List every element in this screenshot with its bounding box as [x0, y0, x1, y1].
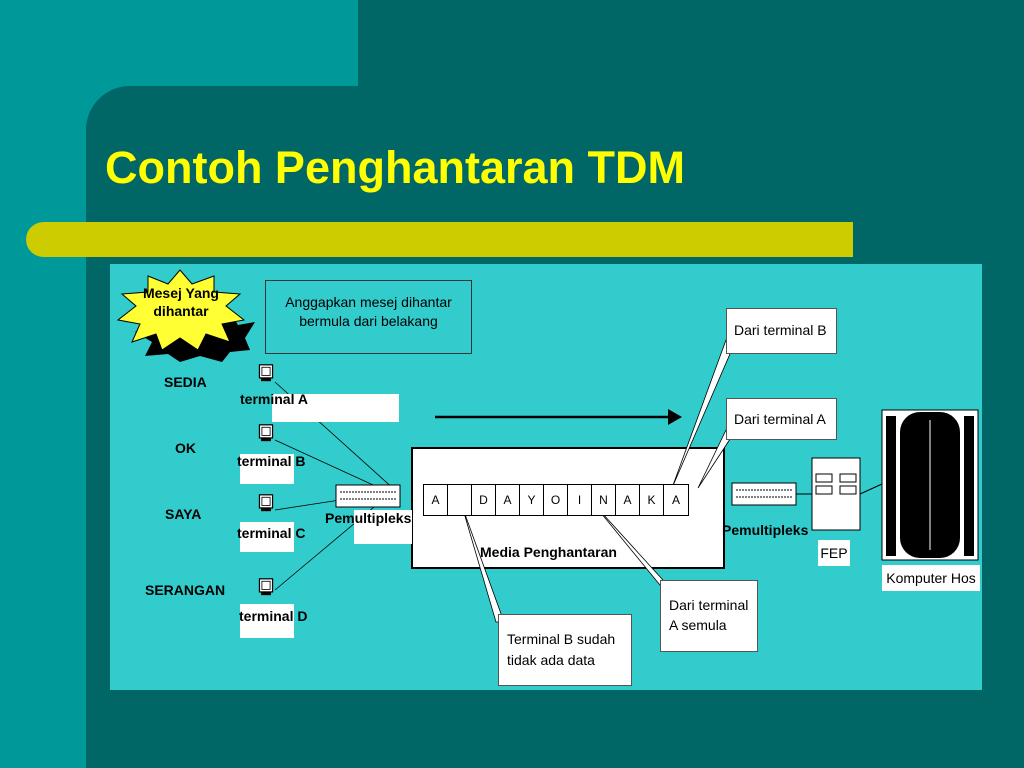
callout-terminal-a-original: Dari terminal A semula	[660, 580, 758, 652]
terminal-a-icon	[258, 364, 274, 382]
mux-left-box	[354, 510, 412, 544]
frame-cell: K	[640, 485, 664, 515]
frame-cell: A	[616, 485, 640, 515]
note-start-text: Anggapkan mesej dihantar bermula dari be…	[285, 294, 452, 329]
callout-from-terminal-a-text: Dari terminal A	[734, 411, 826, 427]
background-top-panel	[358, 0, 1024, 90]
frame-cell: N	[592, 485, 616, 515]
terminal-c-label: terminal C	[237, 525, 306, 541]
terminal-c-box	[240, 522, 294, 552]
frame-cell: A	[671, 493, 680, 507]
terminal-a-box	[272, 394, 399, 422]
frame-cell: O	[544, 485, 568, 515]
burst-shape	[116, 269, 246, 351]
terminal-b-box	[240, 454, 294, 484]
terminal-b-icon	[258, 424, 274, 442]
mux-right-label: Pemultipleks	[722, 522, 809, 538]
callout-from-terminal-a: Dari terminal A	[726, 398, 837, 440]
frame-cell: D	[472, 485, 496, 515]
frame-cell: A	[496, 485, 520, 515]
word-ok: OK	[175, 440, 196, 456]
frame-cell: A	[424, 485, 448, 515]
frame-cell: Y	[520, 485, 544, 515]
callout-no-data-text: Terminal B sudah tidak ada data	[507, 631, 616, 668]
accent-bar	[26, 222, 853, 257]
terminal-d-icon	[258, 578, 274, 596]
callout-from-terminal-b-text: Dari terminal B	[734, 322, 827, 338]
callout-from-terminal-b: Dari terminal B	[726, 308, 837, 354]
callout-terminal-a-original-text: Dari terminal A semula	[669, 597, 749, 633]
terminal-d-box	[240, 604, 294, 638]
host-label: Komputer Hos	[882, 565, 980, 591]
media-label: Media Penghantaran	[480, 544, 617, 560]
word-saya: SAYA	[165, 506, 202, 522]
frame-cell	[448, 485, 472, 515]
word-sedia: SEDIA	[164, 374, 207, 390]
terminal-d-label: terminal D	[239, 608, 308, 624]
terminal-c-icon	[258, 494, 274, 512]
word-serangan: SERANGAN	[145, 582, 226, 598]
burst-label: Mesej Yang dihantar	[142, 285, 219, 319]
fep-label: FEP	[818, 540, 850, 566]
slide-title: Contoh Penghantaran TDM	[105, 142, 685, 193]
terminal-b-label: terminal B	[237, 453, 306, 469]
note-start-box: Anggapkan mesej dihantar bermula dari be…	[265, 280, 472, 354]
terminal-a-label: terminal A	[240, 391, 308, 407]
frame-cell: I	[568, 485, 592, 515]
callout-no-data: Terminal B sudah tidak ada data	[498, 614, 632, 686]
mux-left-label: Pemultipleks	[325, 510, 412, 526]
